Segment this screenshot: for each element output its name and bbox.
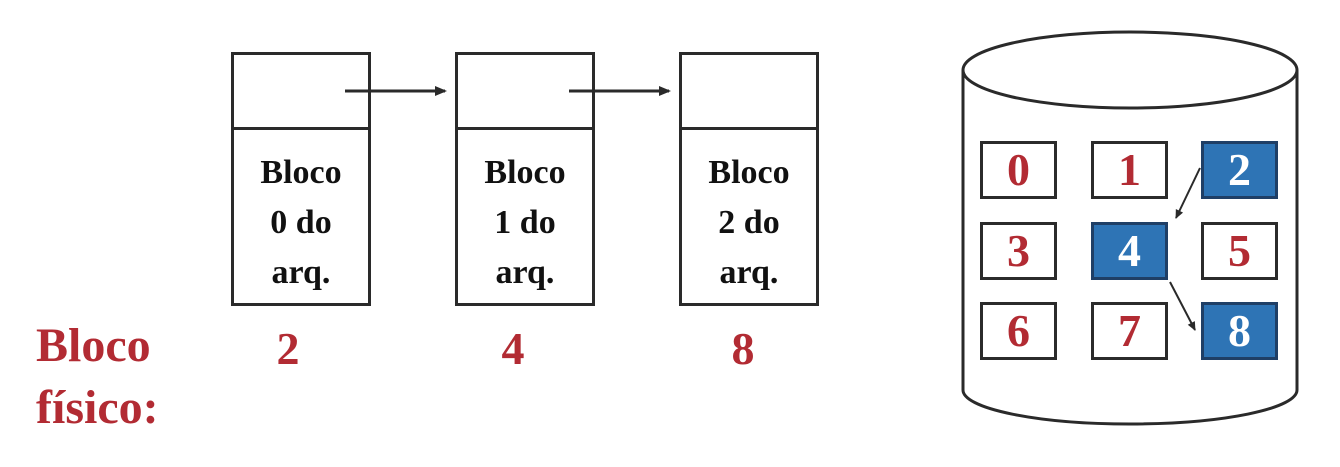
disk-block-2: 2 xyxy=(1201,141,1278,199)
file-block-label-line3: arq. xyxy=(719,254,779,291)
file-block-label-line1: Bloco xyxy=(484,154,566,191)
file-block-2: Bloco 2 do arq. xyxy=(679,52,819,306)
next-pointer-field xyxy=(458,55,592,130)
physical-block-label-line1: Bloco xyxy=(36,319,151,372)
physical-block-label: Bloco físico: xyxy=(36,315,159,439)
disk-block-4: 4 xyxy=(1091,222,1168,280)
disk-link-arrow xyxy=(1169,281,1196,331)
disk-block-5: 5 xyxy=(1201,222,1278,280)
file-block-label-line2: 1 do xyxy=(494,204,556,241)
file-block-label: Bloco 1 do arq. xyxy=(458,130,592,306)
file-block-label-line3: arq. xyxy=(495,254,555,291)
physical-block-number: 8 xyxy=(731,323,755,374)
disk-block-3: 3 xyxy=(980,222,1057,280)
physical-block-label-line2: físico: xyxy=(36,381,159,434)
disk-block-1: 1 xyxy=(1091,141,1168,199)
disk-link-arrow xyxy=(1175,167,1201,219)
file-block-label-line2: 2 do xyxy=(718,204,780,241)
file-block-label-line1: Bloco xyxy=(260,154,342,191)
file-block-label-line2: 0 do xyxy=(270,204,332,241)
physical-block-number: 4 xyxy=(501,323,525,374)
disk-block-0: 0 xyxy=(980,141,1057,199)
next-pointer-field xyxy=(234,55,368,130)
next-pointer-field xyxy=(682,55,816,130)
file-block-label: Bloco 0 do arq. xyxy=(234,130,368,306)
disk-block-7: 7 xyxy=(1091,302,1168,360)
file-block-label-line3: arq. xyxy=(271,254,331,291)
file-block-0: Bloco 0 do arq. xyxy=(231,52,371,306)
file-block-label: Bloco 2 do arq. xyxy=(682,130,816,306)
file-block-label-line1: Bloco xyxy=(708,154,790,191)
disk-block-8: 8 xyxy=(1201,302,1278,360)
file-block-1: Bloco 1 do arq. xyxy=(455,52,595,306)
physical-block-number: 2 xyxy=(276,323,300,374)
disk-block-6: 6 xyxy=(980,302,1057,360)
